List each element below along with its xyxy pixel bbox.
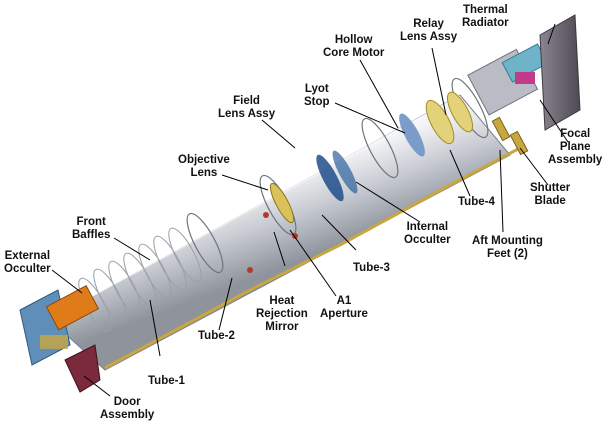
internal-occulter-disc [316, 154, 344, 202]
focal-plane-end-assembly [467, 14, 581, 131]
label-tube-4: Tube-4 [458, 196, 495, 208]
label-tube-2: Tube-2 [198, 330, 235, 342]
door-assembly-shape [64, 344, 101, 393]
label-tube-3: Tube-3 [353, 262, 390, 274]
label-tube-1: Tube-1 [148, 375, 185, 387]
thermal-radiator-panel [539, 14, 581, 131]
internal-lens-elements [269, 91, 474, 224]
tube-top-edge [51, 95, 461, 319]
lyot-stop-disc [399, 113, 425, 157]
leader-lines [51, 23, 569, 397]
front-end-assembly [19, 285, 101, 393]
mounting-rail [104, 146, 521, 370]
